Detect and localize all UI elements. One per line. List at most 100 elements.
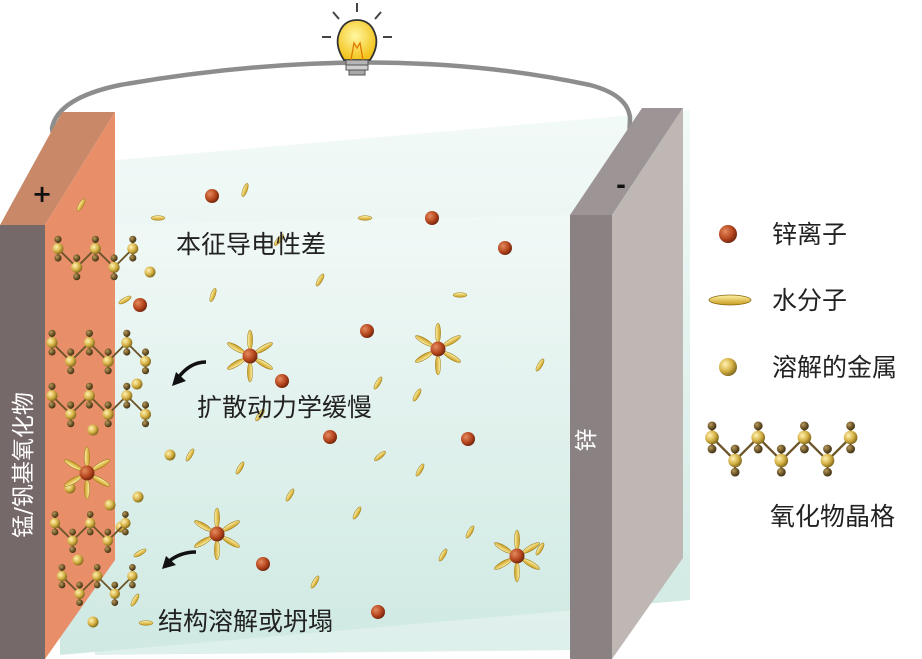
zinc-ion <box>133 298 147 312</box>
water-molecule <box>435 354 441 376</box>
legend-zinc-ion-label: 锌离子 <box>772 220 847 249</box>
oxygen-atom <box>104 348 112 356</box>
hydrated-zinc-cluster <box>227 329 273 383</box>
anode-label: 锌 <box>574 429 600 452</box>
oxygen-atom <box>123 348 131 356</box>
oxygen-atom <box>823 467 832 477</box>
positive-terminal-label: + <box>32 180 52 208</box>
metal-atom <box>121 337 133 349</box>
oxygen-atom <box>85 329 93 337</box>
metal-atom <box>705 430 719 445</box>
zinc-ion <box>79 465 95 481</box>
light-bulb-icon <box>322 3 392 76</box>
zinc-ion <box>323 430 337 444</box>
oxygen-atom <box>73 254 81 262</box>
legend-metal-label: 溶解的金属 <box>772 353 897 382</box>
negative-terminal-label: - <box>616 171 626 199</box>
water-molecule <box>535 542 545 556</box>
water-molecule <box>357 215 373 221</box>
water-molecule <box>255 408 265 422</box>
oxygen-atom <box>104 401 112 409</box>
legend-zinc-ion-icon <box>719 225 737 243</box>
water-molecule <box>241 183 249 197</box>
oxygen-atom <box>51 511 59 518</box>
water-molecule <box>412 388 422 402</box>
metal-atom <box>46 337 58 349</box>
zinc-ion <box>275 374 289 388</box>
metal-atom <box>52 243 64 255</box>
oxygen-atom <box>111 599 119 606</box>
water-molecule <box>209 288 217 302</box>
water-molecule <box>133 548 147 558</box>
metal-atom <box>121 390 133 402</box>
metal-atom <box>46 390 58 402</box>
oxygen-atom <box>104 528 112 536</box>
zinc-ion <box>430 341 446 357</box>
hydrated-ion-clusters <box>64 322 540 583</box>
metal-atom <box>820 453 835 468</box>
oxygen-atom <box>846 421 856 431</box>
metal-atom <box>102 535 114 546</box>
oxygen-atom <box>48 348 56 356</box>
water-molecule <box>273 234 285 246</box>
oxygen-atom <box>85 382 93 390</box>
legend-water-label: 水分子 <box>772 286 847 315</box>
oxygen-atom <box>123 401 131 409</box>
water-molecule <box>435 322 441 344</box>
oxygen-atom <box>104 367 112 375</box>
metal-atom <box>49 518 61 529</box>
water-molecule <box>465 525 475 539</box>
dissolved-metal <box>144 266 156 278</box>
water-molecule <box>138 620 154 626</box>
cathode-label: 锰/钒基氧化物 <box>11 392 37 538</box>
dissolved-metal <box>104 499 116 511</box>
metal-atom <box>65 408 77 420</box>
diffusion-arrow-icon <box>176 360 207 380</box>
water-molecule <box>84 446 90 468</box>
metal-atom <box>139 355 152 367</box>
oxide-lattice <box>46 329 152 375</box>
legend: 锌离子 水分子 溶解的金属 氧化物晶格 <box>705 220 897 531</box>
metal-atom <box>108 261 120 273</box>
water-molecule <box>84 478 90 500</box>
oxygen-atom <box>67 420 75 428</box>
oxygen-atom <box>48 329 56 337</box>
oxygen-atom <box>799 421 809 431</box>
metal-atom <box>797 430 812 445</box>
diffusion-arrowhead-icon <box>172 372 186 386</box>
metal-atom <box>71 261 83 273</box>
oxygen-atom <box>69 528 76 536</box>
metal-atom <box>728 453 742 468</box>
hydrated-zinc-cluster <box>194 507 240 561</box>
oxygen-atom <box>141 420 150 428</box>
oxygen-atom <box>846 444 856 454</box>
oxygen-atom <box>707 421 717 431</box>
oxygen-atom <box>707 444 717 454</box>
legend-water-icon <box>708 294 752 306</box>
metal-atom <box>109 588 121 599</box>
zinc-ion <box>461 432 475 446</box>
metal-atom <box>751 430 766 445</box>
metal-atom <box>127 571 138 582</box>
hydrated-zinc-cluster <box>494 529 540 583</box>
oxygen-atom <box>753 444 763 454</box>
oxygen-atom <box>86 528 94 536</box>
oxygen-atom <box>141 401 150 409</box>
water-molecule <box>514 561 520 583</box>
dissolved-metal <box>87 616 99 628</box>
oxygen-atom <box>122 511 129 518</box>
water-molecule <box>130 593 140 607</box>
oxide-lattices <box>46 235 152 606</box>
legend-lattice-label: 氧化物晶格 <box>770 502 895 531</box>
oxide-lattice <box>52 235 139 281</box>
oxygen-atom <box>91 254 99 262</box>
oxygen-atom <box>141 348 150 356</box>
oxygen-atom <box>48 382 56 390</box>
oxygen-atom <box>129 235 137 243</box>
oxygen-atom <box>51 528 59 536</box>
oxygen-atom <box>73 273 81 281</box>
hydrated-zinc-cluster <box>415 322 461 376</box>
zinc-ion <box>371 605 385 619</box>
oxygen-atom <box>85 348 93 356</box>
